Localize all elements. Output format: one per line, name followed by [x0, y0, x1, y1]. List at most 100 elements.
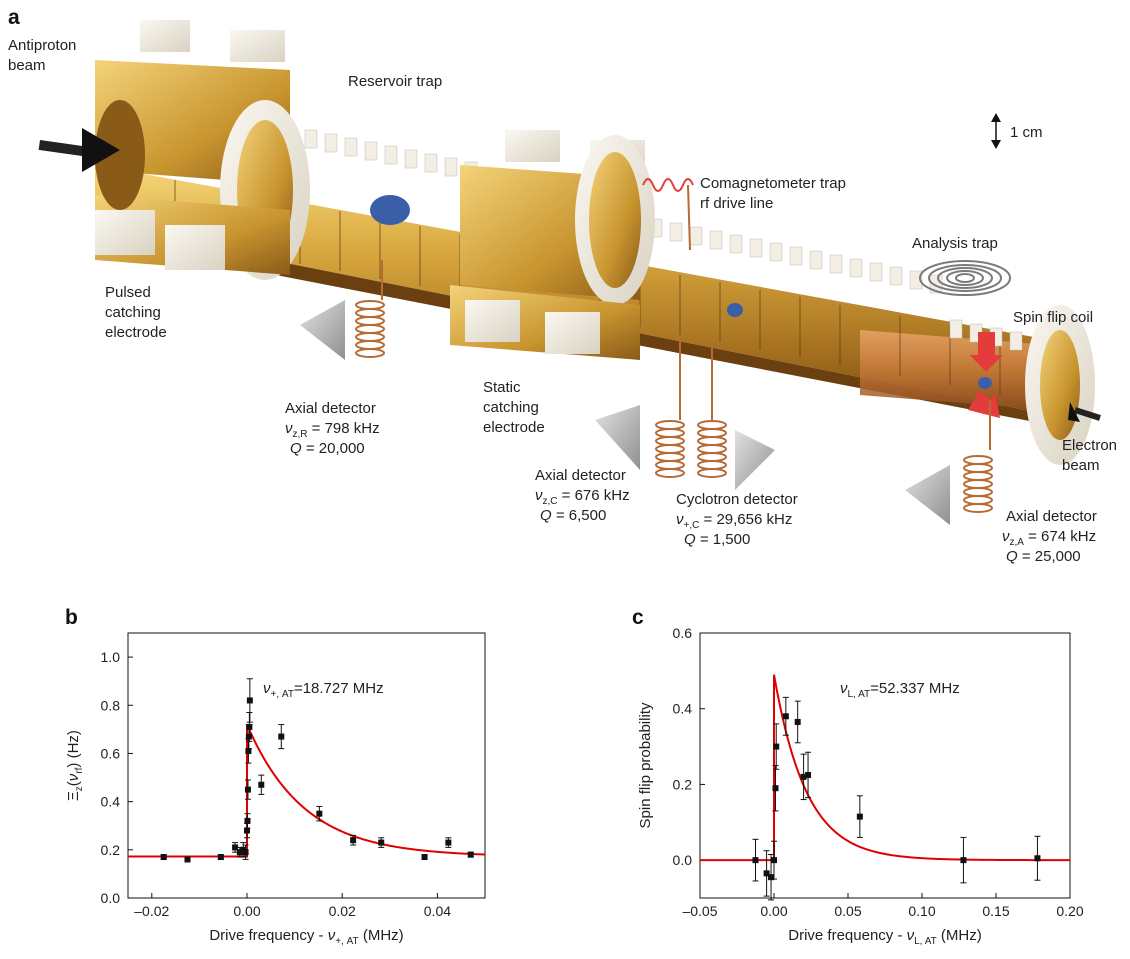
label-pulsed-3: electrode — [105, 324, 167, 341]
detector-R-freq: νz,R = 798 kHz — [285, 420, 380, 440]
label-spin-flip-coil: Spin flip coil — [1013, 309, 1093, 326]
data-point — [1034, 855, 1041, 862]
data-point — [763, 870, 770, 877]
rf-drive-wave — [642, 178, 694, 192]
y-tick-label: 0.6 — [673, 625, 693, 641]
data-point — [244, 827, 250, 834]
x-tick-label: 0.10 — [908, 903, 935, 919]
data-point — [160, 854, 167, 861]
data-point — [752, 857, 759, 864]
axial-detector-C-coil — [595, 340, 685, 478]
detector-R-title: Axial detector — [285, 400, 376, 417]
y-tick-label: 0.0 — [673, 852, 693, 868]
y-tick-label: 0.8 — [101, 697, 121, 713]
data-point — [236, 849, 243, 856]
label-pulsed-2: catching — [105, 304, 161, 321]
plot-frame — [699, 632, 1071, 899]
y-axis-label: Ξz(νrf) (Hz) — [65, 730, 85, 801]
detector-C-freq: νz,C = 676 kHz — [535, 487, 630, 507]
data-point — [421, 854, 428, 861]
data-point — [960, 857, 967, 864]
detector-cyc-title: Cyclotron detector — [676, 491, 798, 508]
data-point — [772, 785, 779, 792]
spin-flip-coil — [919, 260, 1011, 296]
y-tick-label: 0.4 — [673, 701, 693, 717]
y-axis-label: Spin flip probability — [637, 702, 654, 828]
label-antiproton-beam-2: beam — [8, 57, 46, 74]
particle-cloud-analysis — [978, 377, 992, 389]
reservoir-blocks — [95, 20, 310, 280]
data-point — [232, 844, 239, 851]
analysis-trap-taper — [860, 330, 1050, 410]
label-antiproton-beam: Antiproton — [8, 37, 76, 54]
axial-detector-A-coil — [905, 400, 993, 525]
y-tick-label: 0.6 — [101, 745, 121, 761]
panel-label-c: c — [632, 606, 644, 629]
detector-C-q: Q = 6,500 — [540, 507, 606, 524]
y-tick-label: 0.4 — [101, 794, 121, 810]
data-point — [445, 839, 452, 846]
x-tick-label: 0.00 — [760, 903, 787, 919]
detector-A-freq: νz,A = 674 kHz — [1002, 528, 1096, 548]
data-point — [246, 723, 253, 730]
x-axis-label: Drive frequency - ν+, AT (MHz) — [209, 927, 403, 947]
data-point — [771, 857, 777, 864]
y-tick-label: 0.2 — [101, 842, 121, 858]
x-tick-label: 0.02 — [329, 903, 356, 919]
data-point — [242, 849, 249, 856]
x-tick-label: –0.05 — [682, 903, 717, 919]
data-point — [856, 813, 863, 820]
y-tick-label: 0.2 — [673, 776, 693, 792]
detector-A-q: Q = 25,000 — [1006, 548, 1081, 565]
x-tick-label: 0.04 — [424, 903, 451, 919]
data-point — [246, 697, 253, 704]
label-scale: 1 cm — [1010, 124, 1043, 141]
label-electron-1: Electron — [1062, 437, 1117, 454]
fit-curve — [700, 674, 1070, 862]
diagram-labels: Antiproton beam Reservoir trap 1 cm Coma… — [8, 37, 1117, 565]
panel-label-a: a — [8, 6, 20, 29]
data-point — [258, 781, 265, 788]
label-comagnetometer-2: rf drive line — [700, 195, 773, 212]
data-point — [467, 851, 474, 858]
detector-R-q: Q = 20,000 — [290, 440, 365, 457]
penning-trap-diagram — [38, 20, 1101, 525]
data-point — [184, 856, 191, 863]
particle-cloud-comagnetometer — [727, 303, 743, 317]
data-point — [773, 743, 780, 750]
label-comagnetometer-1: Comagnetometer trap — [700, 175, 846, 192]
y-tick-label: 1.0 — [101, 649, 121, 665]
data-point — [278, 733, 285, 740]
label-static-3: electrode — [483, 419, 545, 436]
comagnetometer-blocks — [450, 130, 655, 360]
spin-flip-arrow-top — [970, 332, 1003, 372]
data-point — [800, 773, 807, 780]
data-point — [378, 839, 385, 846]
detector-C-title: Axial detector — [535, 467, 626, 484]
cyclotron-detector-coil — [697, 345, 775, 490]
detector-cyc-q: Q = 1,500 — [684, 531, 750, 548]
label-pulsed-1: Pulsed — [105, 284, 151, 301]
x-tick-label: 0.15 — [982, 903, 1009, 919]
panel-label-b: b — [65, 606, 78, 629]
detector-A-title: Axial detector — [1006, 508, 1097, 525]
data-point — [350, 837, 357, 844]
data-point — [316, 810, 323, 817]
resonance-annotation: νL, AT=52.337 MHz — [840, 680, 960, 700]
resonance-annotation: ν+, AT=18.727 MHz — [263, 680, 384, 700]
data-point — [245, 748, 252, 755]
data-point — [805, 771, 812, 778]
electron-beam-arrow — [1068, 402, 1101, 422]
data-point — [794, 718, 801, 725]
data-point — [217, 854, 224, 861]
label-static-2: catching — [483, 399, 539, 416]
fit-curve — [128, 724, 486, 858]
label-electron-2: beam — [1062, 457, 1100, 474]
detector-cyc-freq: ν+,C = 29,656 kHz — [676, 511, 792, 531]
data-point — [768, 874, 775, 881]
data-point — [244, 817, 251, 824]
label-reservoir-trap: Reservoir trap — [348, 73, 442, 90]
